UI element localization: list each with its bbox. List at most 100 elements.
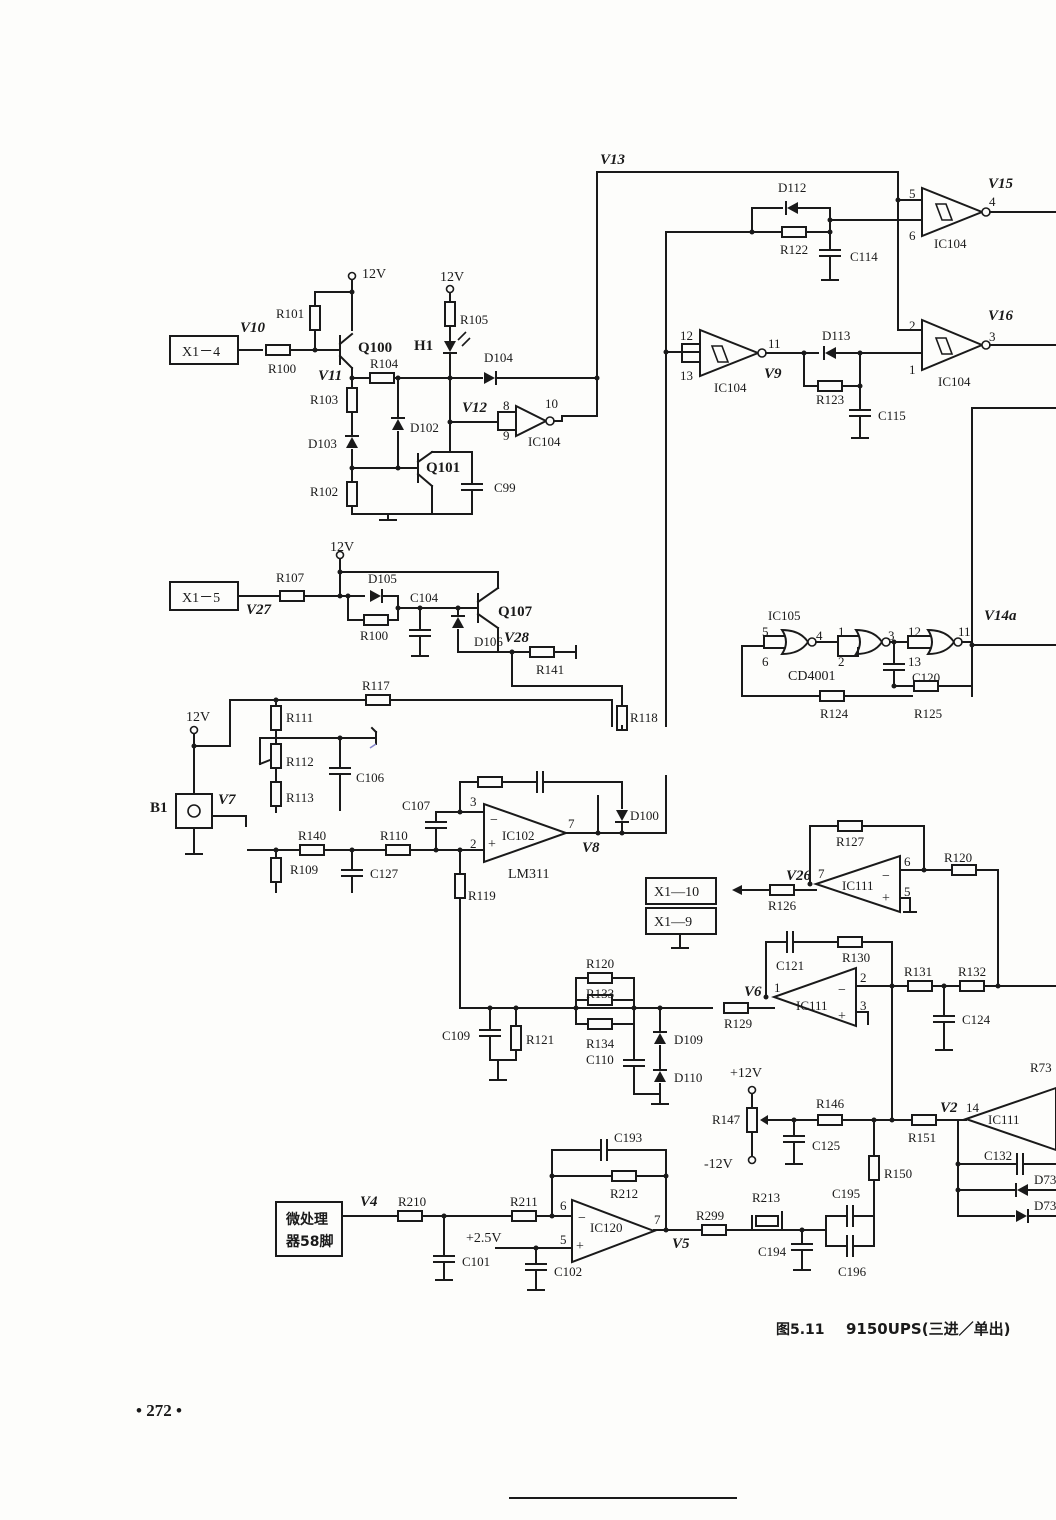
label-d109: D109 [674, 1032, 703, 1047]
resistor-r121-icon [510, 1025, 522, 1051]
pin-2c: 2 [470, 836, 477, 851]
label-r212: R212 [610, 1186, 638, 1201]
resistor-r122-icon [781, 226, 807, 238]
pin-3b: 3 [888, 628, 895, 643]
diode-d73b-icon [1015, 1209, 1029, 1223]
label-r109: R109 [290, 862, 318, 877]
figure-title: 9150UPS(三进／单出) [846, 1320, 1010, 1338]
label-r100b: R100 [360, 628, 388, 643]
label-r104: R104 [370, 356, 399, 371]
label-h1: H1 [414, 338, 433, 354]
label-r118: R118 [630, 710, 658, 725]
label-ic104-b: IC104 [934, 236, 967, 251]
pin-3c: 3 [470, 794, 477, 809]
nor-gate-ic105-b [854, 628, 884, 656]
pin-14: 14 [966, 1100, 980, 1115]
label-r120: R120 [944, 850, 972, 865]
node-v8: V8 [582, 840, 600, 856]
label-r147: R147 [712, 1112, 741, 1127]
connector-x1-9[interactable] [645, 907, 717, 935]
resistor-r109-icon [270, 857, 282, 883]
resistor-r100-icon [265, 344, 291, 356]
node-v13: V13 [600, 152, 626, 168]
label-r73: R73 [1030, 1060, 1052, 1075]
ground-icon [527, 1283, 545, 1291]
node-v9: V9 [764, 366, 782, 382]
resistor-r132-icon [959, 980, 985, 992]
opamp-ic111-c [962, 1086, 1056, 1152]
pin-7c: 7 [568, 816, 575, 831]
label-c193: C193 [614, 1130, 642, 1145]
pin-6b: 6 [762, 654, 769, 669]
resistor-r131-icon [907, 980, 933, 992]
label-r299: R299 [696, 1208, 724, 1223]
label-r103: R103 [310, 392, 338, 407]
connector-x1-4[interactable] [169, 335, 239, 365]
connector-x1-5[interactable] [169, 581, 239, 611]
nor-gate-ic105-a [780, 628, 810, 656]
resistor-r130-icon [837, 936, 863, 948]
label-r121: R121 [526, 1032, 554, 1047]
label-b1: B1 [150, 800, 168, 816]
label-ic111-c: IC111 [988, 1112, 1020, 1127]
mcu-label-line1: 微处理 [285, 1211, 328, 1228]
ic111a-minus: − [882, 869, 890, 884]
connector-x1-10-label: X1—10 [654, 885, 699, 900]
connector-x1-10[interactable] [645, 877, 717, 905]
supply-12v-a: 12V [362, 267, 386, 282]
label-c106: C106 [356, 770, 385, 785]
resistor-r210-icon [397, 1210, 423, 1222]
ic111b-plus: + [838, 1009, 846, 1024]
pin-12b: 12 [908, 624, 921, 639]
label-c196: C196 [838, 1264, 867, 1279]
label-c99: C99 [494, 480, 516, 495]
node-v10: V10 [240, 320, 266, 336]
resistor-r105-icon [444, 301, 456, 327]
diode-d109-icon [653, 1031, 667, 1045]
schmitt-ic104-c [699, 328, 761, 378]
label-r131: R131 [904, 964, 932, 979]
label-r124: R124 [820, 706, 849, 721]
label-r213: R213 [752, 1190, 780, 1205]
resistor-r213-icon [755, 1215, 779, 1227]
label-d110: D110 [674, 1070, 702, 1085]
resistor-r113-icon [270, 781, 282, 807]
node-v4: V4 [360, 1194, 378, 1210]
resistor-r211-icon [511, 1210, 537, 1222]
supply-minus12v: -12V [704, 1157, 733, 1172]
label-d113: D113 [822, 328, 850, 343]
label-cd4001: CD4001 [788, 669, 835, 684]
label-c120: C120 [912, 670, 940, 685]
label-c195: C195 [832, 1186, 860, 1201]
label-c104: C104 [410, 590, 439, 605]
label-r125: R125 [914, 706, 942, 721]
label-c101: C101 [462, 1254, 490, 1269]
mcu-pin58-block[interactable] [275, 1201, 343, 1257]
pin-7e: 7 [654, 1212, 661, 1227]
node-v27: V27 [246, 602, 272, 618]
ic111-amplifier-stage: X1—10 X1—9 [459, 820, 1056, 1247]
resistor-r123-icon [817, 380, 843, 392]
pin-4a: 4 [989, 194, 996, 209]
label-d103: D103 [308, 436, 337, 451]
ground-icon [821, 273, 839, 281]
ic102-plus: + [488, 837, 496, 852]
label-r102: R102 [310, 484, 338, 499]
resistor-r212-icon [611, 1170, 637, 1182]
label-lm311: LM311 [508, 867, 549, 882]
diode-d105-icon [369, 589, 383, 603]
pin-1d: 1 [774, 980, 781, 995]
ground-icon [671, 941, 689, 949]
label-ic104-d: IC104 [938, 374, 971, 389]
label-ic111-b: IC111 [796, 998, 828, 1013]
ic120-minus: − [578, 1211, 586, 1226]
ground-icon [935, 1043, 953, 1051]
resistor-r107-icon [279, 590, 305, 602]
pin-6a: 6 [909, 228, 916, 243]
pin-3d: 3 [860, 998, 867, 1013]
input-stage-x1-4: X1－4 [169, 171, 899, 521]
label-d73-a: D73 [1034, 1172, 1056, 1187]
node-v28: V28 [504, 630, 530, 646]
label-r132: R132 [958, 964, 986, 979]
